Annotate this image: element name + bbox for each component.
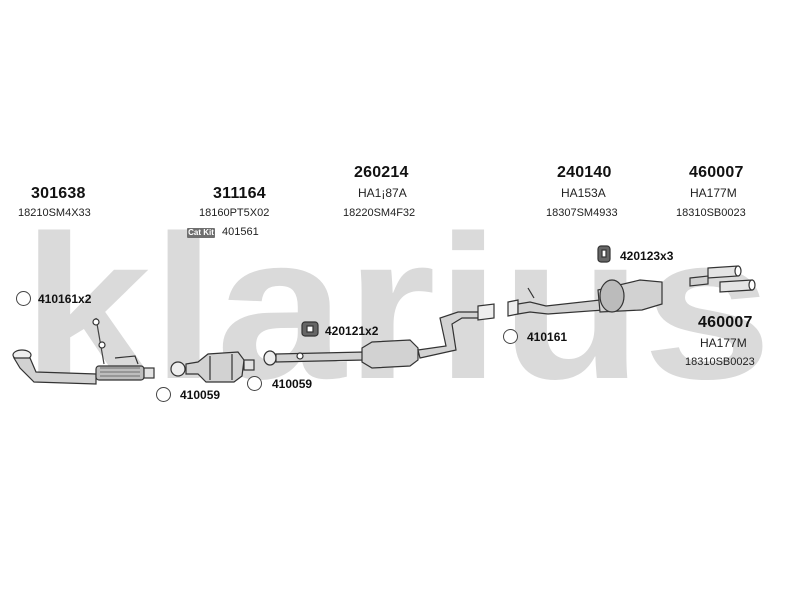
oem-code-HA153A: HA153A [561,186,606,200]
cat-kit-badge: Cat Kit [187,228,215,238]
part-number-460007: 460007 [689,164,744,181]
part-number-260214: 260214 [354,164,409,181]
cat-kit-number: 401561 [222,226,259,238]
part-number-240140: 240140 [557,164,612,181]
fitting-label-410059-b: 410059 [272,377,313,391]
tailpipes-460007 [689,265,756,293]
fitting-marker-410059-a [156,387,171,402]
oem-code-18210SM4X33: 18210SM4X33 [18,207,91,219]
part-number-311164: 311164 [213,185,266,202]
oem-code-18307SM4933: 18307SM4933 [546,207,618,219]
rear-silencer-240140 [507,279,663,317]
fitting-marker-410059-b [247,376,262,391]
oem-code-HA177M: HA177M [690,186,737,200]
oem-code-18310SB0023-rear: 18310SB0023 [685,356,755,368]
hanger-420123 [597,245,611,263]
part-number-301638: 301638 [31,185,86,202]
fitting-label-420121x2: 420121x2 [325,324,379,338]
part-number-460007-rear: 460007 [698,314,753,331]
oem-code-HA187A: HA1¡87A [358,186,407,200]
hanger-420121 [301,321,319,337]
front-pipe-301638 [12,317,155,385]
fitting-marker-410161x2 [16,291,31,306]
oem-code-18310SB0023: 18310SB0023 [676,207,746,219]
oem-code-18160PT5X02: 18160PT5X02 [199,207,270,219]
fitting-label-410161: 410161 [527,330,568,344]
oem-code-HA177M-rear: HA177M [700,336,747,350]
oem-code-18220SM4F32: 18220SM4F32 [343,207,416,219]
catalyst-311164 [170,351,255,383]
fitting-marker-410161 [503,329,518,344]
fitting-label-420123x3: 420123x3 [620,249,674,263]
fitting-label-410059-a: 410059 [180,388,221,402]
fitting-label-410161x2: 410161x2 [38,292,92,306]
middle-pipe-260214 [263,303,495,369]
